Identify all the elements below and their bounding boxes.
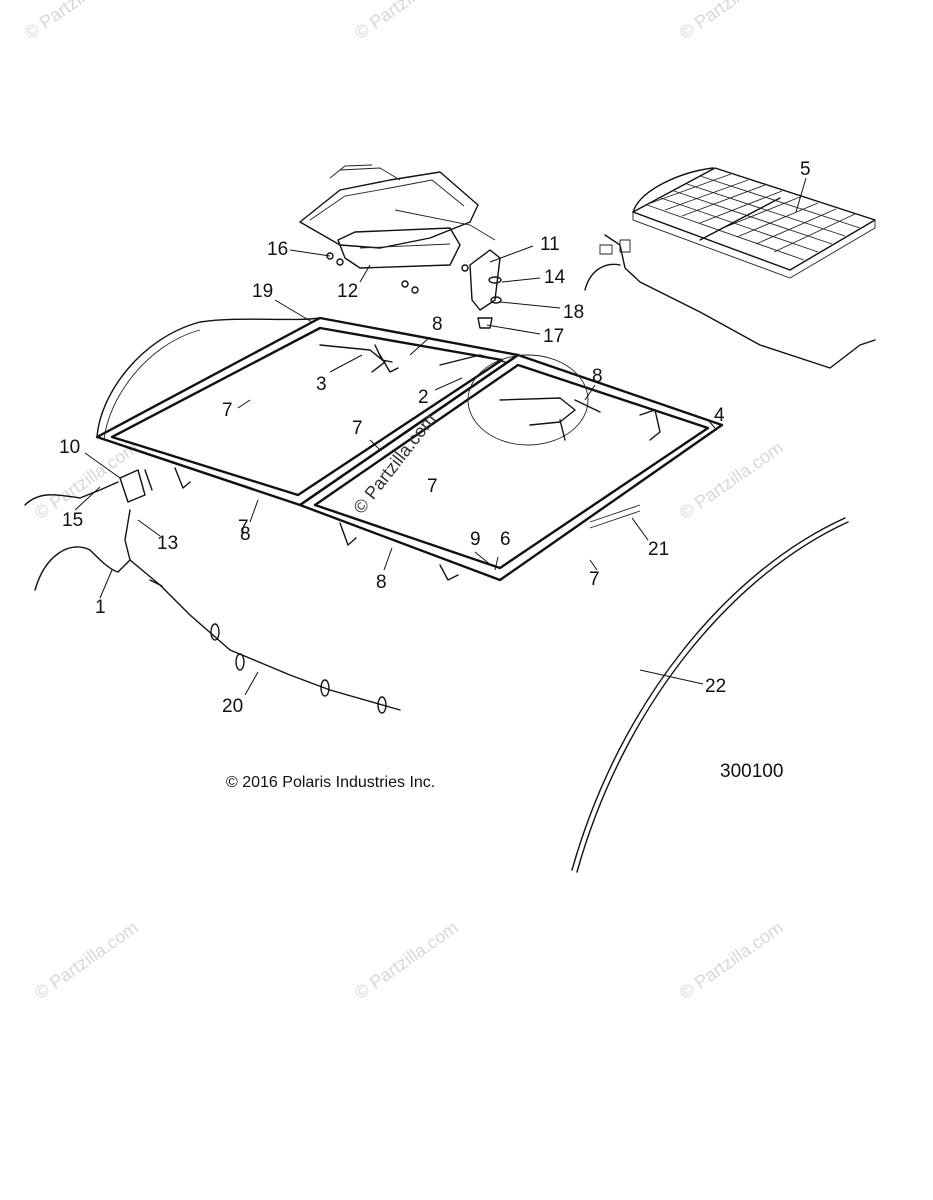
watermark: © Partzilla.com [676,0,787,43]
wiring-harness [24,469,401,714]
callout-7: 7 [427,476,438,497]
watermarks: © Partzilla.com © Partzilla.com © Partzi… [21,0,787,1003]
callout-17: 17 [543,326,564,347]
diagram-reference-number: 300100 [720,761,783,782]
callout-19: 19 [252,281,273,302]
callout-21: 21 [648,539,669,560]
callout-7: 7 [238,517,249,538]
callout-18: 18 [563,302,584,323]
watermark-center: © Partzilla.com [349,410,439,518]
callout-11: 11 [540,234,560,255]
watermark: © Partzilla.com [21,0,132,43]
callout-7: 7 [589,569,600,590]
callout-8: 8 [376,572,387,593]
callout-4: 4 [714,405,725,426]
weather-seal [571,517,849,873]
callout-15: 15 [62,510,83,531]
frame-right [298,353,724,582]
callout-2: 2 [418,387,429,408]
callout-6: 6 [500,529,511,550]
watermark: © Partzilla.com [676,437,787,523]
leader-lines [74,177,807,696]
callout-7: 7 [222,400,233,421]
callout-13: 13 [157,533,178,554]
callout-8: 8 [240,524,251,545]
callout-7: 7 [352,418,363,439]
callout-14: 14 [544,267,566,288]
watermark: © Partzilla.com [31,437,142,523]
callout-3: 3 [316,374,327,395]
copyright-notice: © 2016 Polaris Industries Inc. [226,774,435,791]
callout-5: 5 [800,159,811,180]
watermark: © Partzilla.com [351,917,462,1003]
watermark: © Partzilla.com [351,0,462,43]
roof-bracket-assembly [299,164,502,329]
solar-panel [584,167,876,369]
callout-10: 10 [59,437,80,458]
callout-16: 16 [267,239,288,260]
callout-12: 12 [337,281,358,302]
watermark: © Partzilla.com [676,917,787,1003]
callout-1: 1 [95,597,106,618]
callout-8: 8 [432,314,443,335]
callout-labels: 1 2 3 4 5 6 7 7 7 7 7 8 8 8 8 8 9 10 11 … [59,159,811,717]
callout-9: 9 [470,529,481,550]
frame-left [95,316,520,546]
callout-20: 20 [222,696,243,717]
callout-22: 22 [705,676,726,697]
callout-8: 8 [592,366,603,387]
watermark: © Partzilla.com [31,917,142,1003]
